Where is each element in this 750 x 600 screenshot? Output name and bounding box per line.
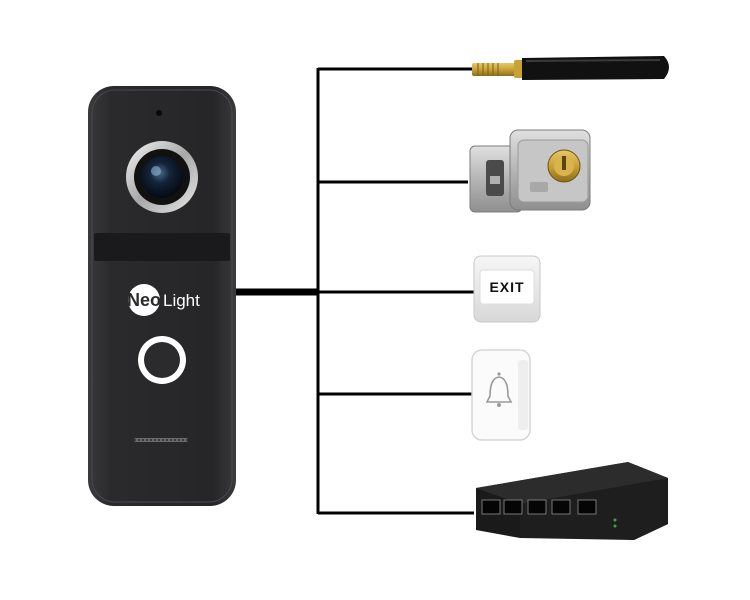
brand-name-left: Neo [127,290,162,310]
exit-label: EXIT [489,279,525,295]
ir-window [94,233,230,261]
ethernet-ports [481,499,597,515]
doorbell-chime-icon [471,349,531,441]
brand-logo-circle [128,284,160,316]
door-panel [88,86,236,506]
call-button-icon [138,336,186,384]
antenna-icon [472,56,669,80]
camera-lens-icon [126,141,198,213]
brand-name-right: Light [163,291,200,310]
wiring [234,67,474,515]
pinhole-mic-icon [156,110,162,116]
poe-switch-icon [476,462,668,540]
electric-lock-icon [469,129,591,213]
speaker-grille [134,438,188,442]
exit-button-plate [473,255,541,323]
